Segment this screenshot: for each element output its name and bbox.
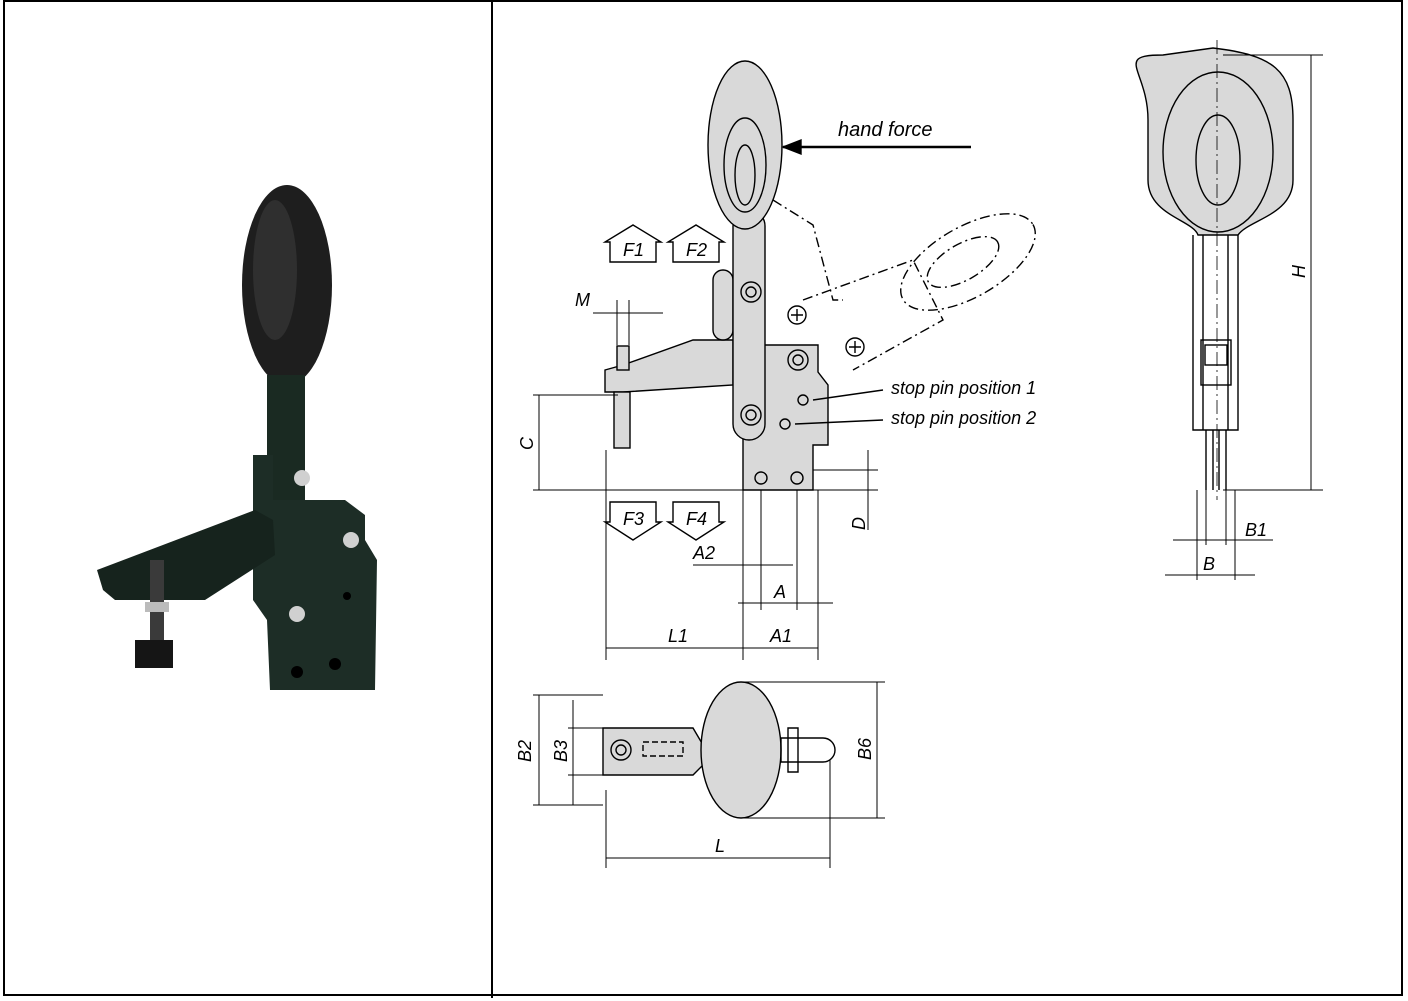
dim-l: L bbox=[715, 836, 725, 856]
dim-b1: B1 bbox=[1245, 520, 1267, 540]
photo-body bbox=[253, 455, 377, 690]
svg-text:F4: F4 bbox=[686, 509, 707, 529]
dim-l1: L1 bbox=[668, 626, 688, 646]
technical-drawing: hand force stop pin position 1 stop pin … bbox=[515, 40, 1323, 868]
dim-a: A bbox=[773, 582, 786, 602]
stop-pin-position-1-label: stop pin position 1 bbox=[891, 378, 1036, 398]
dim-h: H bbox=[1289, 264, 1309, 278]
photo-spindle bbox=[150, 560, 164, 640]
front-view: H B1 B bbox=[1135, 40, 1323, 580]
outer-frame bbox=[3, 0, 1403, 996]
force-box-f3: F3 bbox=[602, 501, 664, 541]
force-box-f4: F4 bbox=[665, 501, 727, 541]
photo-clamp-arm bbox=[97, 510, 275, 600]
hand-force-label: hand force bbox=[838, 119, 933, 141]
dim-a2: A2 bbox=[692, 543, 715, 563]
dim-b: B bbox=[1203, 554, 1215, 574]
dim-d: D bbox=[849, 517, 869, 530]
hand-force-arrow: hand force bbox=[781, 119, 971, 156]
product-photo bbox=[97, 185, 377, 690]
dim-b3: B3 bbox=[551, 740, 571, 762]
panel-divider bbox=[491, 0, 493, 998]
technical-drawing-panel: hand force stop pin position 1 stop pin … bbox=[493, 0, 1403, 996]
dim-b6: B6 bbox=[855, 737, 875, 760]
dim-b2: B2 bbox=[515, 740, 535, 762]
top-view: B2 B3 B6 L bbox=[515, 681, 885, 868]
svg-text:F1: F1 bbox=[623, 240, 644, 260]
svg-text:F2: F2 bbox=[686, 240, 707, 260]
force-box-f1: F1 bbox=[602, 224, 664, 263]
stop-pin-position-2-label: stop pin position 2 bbox=[891, 408, 1036, 428]
dim-a1: A1 bbox=[769, 626, 792, 646]
dim-c: C bbox=[517, 436, 537, 450]
force-box-f2: F2 bbox=[665, 224, 727, 263]
product-photo-panel bbox=[5, 0, 491, 996]
side-view bbox=[604, 60, 1036, 491]
side-view-dimensions: M C D A2 A L1 A1 bbox=[517, 290, 878, 660]
svg-text:F3: F3 bbox=[623, 509, 644, 529]
dim-m: M bbox=[575, 290, 590, 310]
